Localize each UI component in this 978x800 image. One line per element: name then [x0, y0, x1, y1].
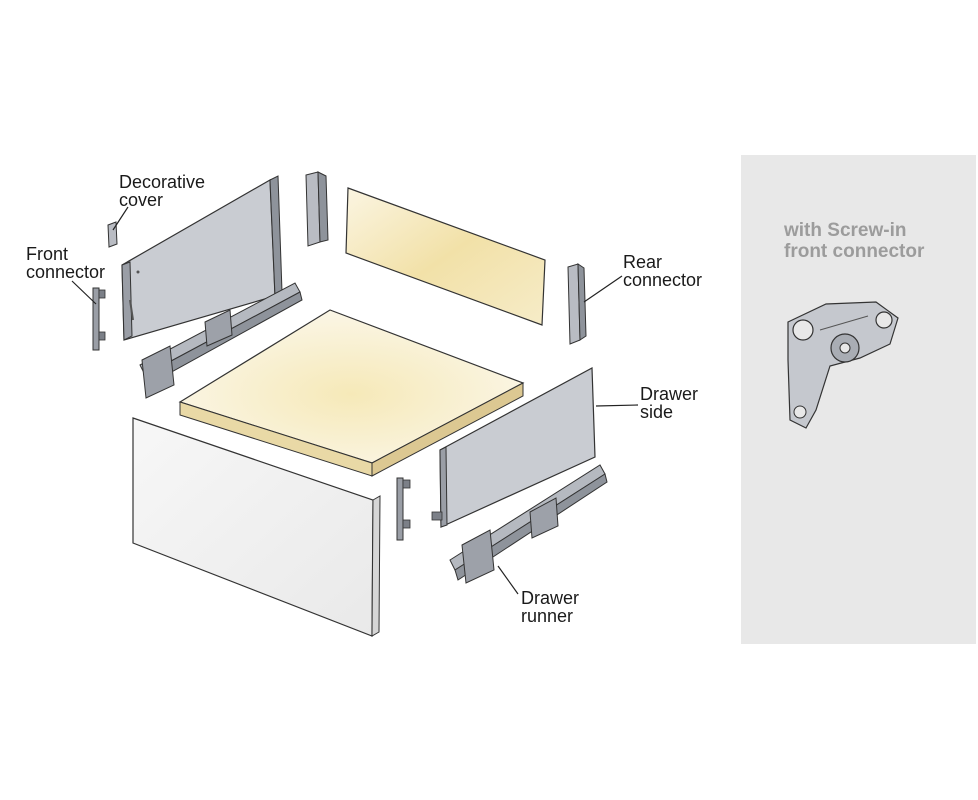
leader-lines	[71, 206, 639, 595]
rear-connector-label: Rear connector	[623, 252, 703, 290]
left-drawer-runner	[139, 282, 303, 399]
front-connector-right	[396, 477, 411, 541]
right-drawer-runner	[449, 464, 608, 584]
drawer-runner-label: Drawer runner	[521, 588, 580, 626]
rear-panel	[345, 187, 546, 326]
left-drawer-side	[121, 175, 283, 341]
front-connector-label: Front connector	[26, 244, 106, 282]
front-connector-left	[92, 287, 106, 351]
screw-in-connector-panel	[741, 155, 976, 644]
front-panel	[132, 417, 381, 637]
panel-caption: with Screw-in front connector	[784, 220, 925, 262]
rear-connector-left	[305, 171, 329, 247]
right-drawer-side	[431, 367, 596, 528]
drawer-side-label: Drawer side	[640, 384, 699, 422]
decorative-cover-label: Decorative cover	[119, 172, 206, 210]
rear-connector-right	[567, 263, 587, 345]
drawer-base	[178, 309, 525, 477]
